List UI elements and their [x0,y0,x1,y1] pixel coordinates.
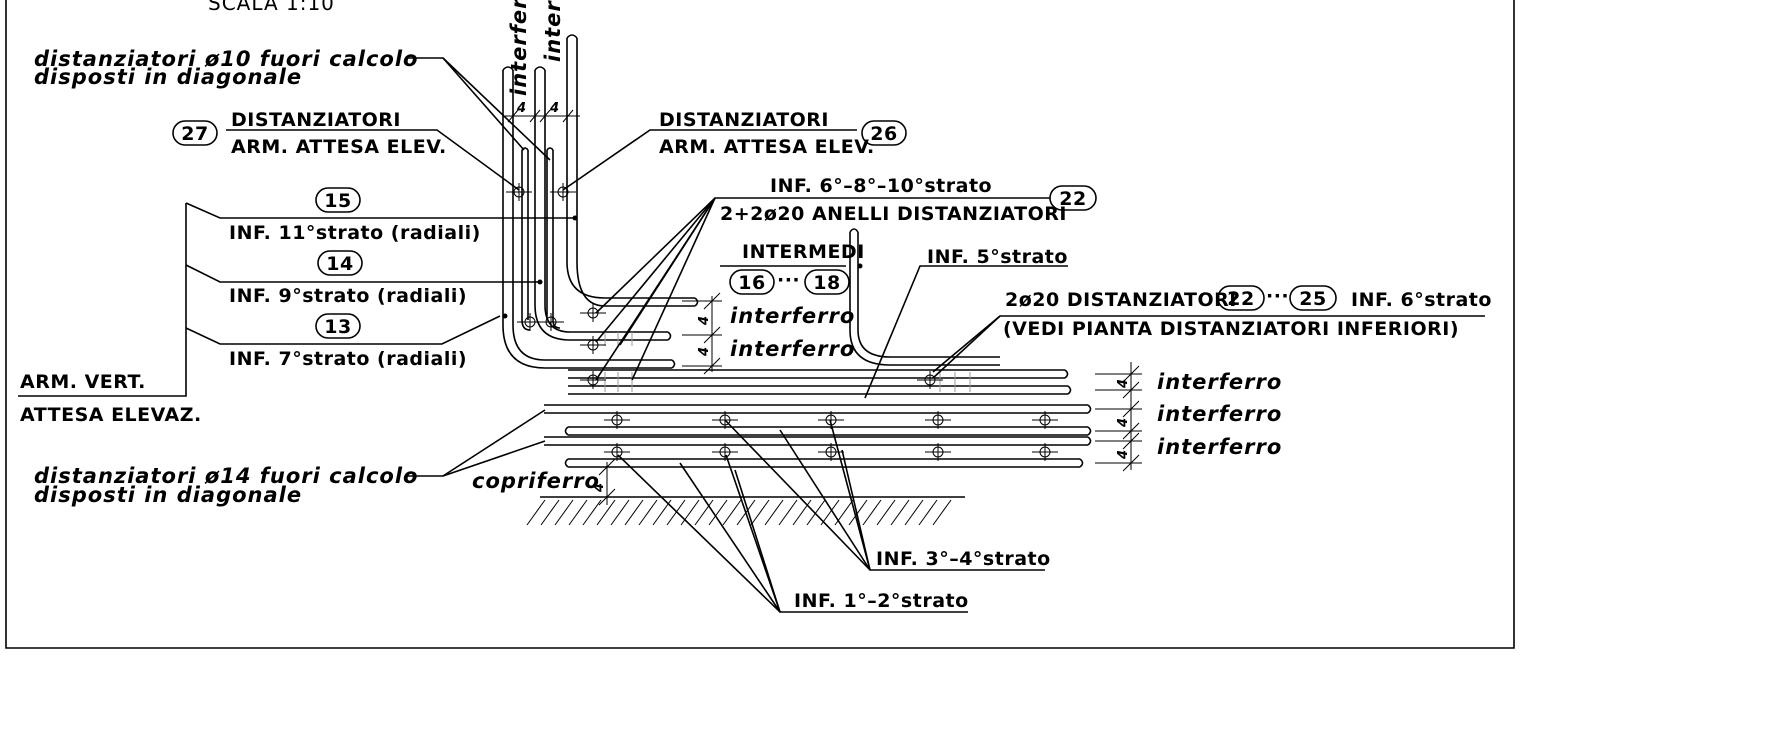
callout-15: 15 [315,187,361,213]
interferro-label-3: interferro [1157,370,1282,394]
svg-text:4: 4 [1116,379,1131,389]
svg-text:25: 25 [1299,288,1326,310]
svg-text:18: 18 [813,272,840,294]
spacer-bottom-line2: disposti in diagonale [34,483,302,507]
svg-text:4: 4 [1116,418,1131,428]
spacer-top-line1: distanziatori ø10 fuori calcolo [34,47,418,71]
c26-line2: ARM. ATTESA ELEV. [659,136,875,158]
leader-lines [18,57,1485,613]
svg-text:16: 16 [738,272,765,294]
vertical-interferro-label-1: interferro [507,0,531,96]
callout-13: 13 [315,313,361,339]
svg-text:26: 26 [870,123,897,145]
dimension-copriferro: 4 [592,458,618,506]
copriferro-label: copriferro [472,469,600,493]
c22-line1: INF. 6°–8°–10°strato [770,175,992,197]
svg-text:27: 27 [181,123,208,145]
interferro-label-2: interferro [730,337,855,361]
spacer-bottom-line1: distanziatori ø14 fuori calcolo [34,464,418,488]
dimension-stack-top: 4 4 [682,292,722,375]
inf1-2-text: INF. 1°–2°strato [794,590,969,612]
svg-text:···: ··· [1266,285,1289,307]
svg-text:4: 4 [516,101,526,116]
svg-text:15: 15 [324,190,351,212]
spacer-top-line2: disposti in diagonale [34,65,302,89]
arm-vert-line2: ATTESA ELEVAZ. [20,404,202,426]
callout-26: 26 [861,120,907,146]
svg-text:4: 4 [697,347,712,357]
c13-text: INF. 7°strato (radiali) [229,348,467,370]
inf5-text: INF. 5°strato [927,246,1068,268]
drawing-frame [5,0,1515,649]
interferro-label-4: interferro [1157,402,1282,426]
c22-25-line2: (VEDI PIANTA DISTANZIATORI INFERIORI) [1003,318,1459,340]
callout-27: 27 [172,120,218,146]
interferro-label-1: interferro [730,304,855,328]
inf3-4-text: INF. 3°–4°strato [876,548,1051,570]
svg-text:···: ··· [777,269,800,291]
arm-vert-line1: ARM. VERT. [20,371,146,393]
callout-22-25: 22 ··· 25 [1217,285,1337,311]
callout-16-18: 16 ··· 18 [729,269,850,295]
dimension-stack-right: 4 4 4 [1095,362,1142,472]
callout-22: 22 [1049,185,1097,211]
vertical-interferro-label-2: interferro [541,0,565,62]
callout-14: 14 [317,250,363,276]
svg-text:4: 4 [697,316,712,326]
svg-text:4: 4 [1116,450,1131,460]
svg-text:4: 4 [549,101,559,116]
svg-text:22: 22 [1227,288,1254,310]
intermedi-title: INTERMEDI [742,241,865,263]
svg-text:13: 13 [324,316,351,338]
c14-text: INF. 9°strato (radiali) [229,285,467,307]
c22-25-prefix: 2ø20 DISTANZIATORI [1005,289,1237,311]
scale-label: SCALA 1:10 [208,0,335,15]
svg-text:4: 4 [592,483,607,493]
c22-25-suffix: INF. 6°strato [1351,289,1492,311]
c27-line2: ARM. ATTESA ELEV. [231,136,447,158]
interferro-label-5: interferro [1157,435,1282,459]
c27-line1: DISTANZIATORI [231,109,401,131]
top-dimensions: 4 4 [505,101,580,123]
bottom-mesh-layers [544,332,1092,468]
c15-text: INF. 11°strato (radiali) [229,222,481,244]
c22-line2: 2+2ø20 ANELLI DISTANZIATORI [720,203,1067,225]
svg-text:14: 14 [326,253,353,275]
svg-text:22: 22 [1059,188,1086,210]
bar-sections [506,183,1058,461]
c26-line1: DISTANZIATORI [659,109,829,131]
